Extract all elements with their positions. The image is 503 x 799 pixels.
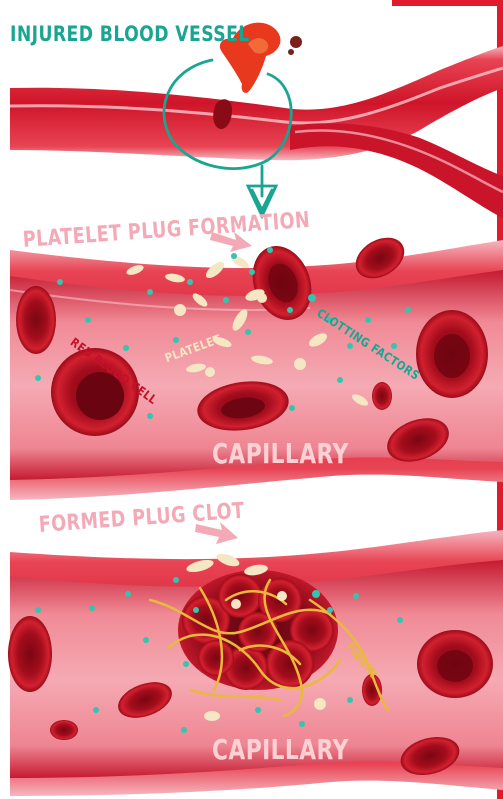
clot-mass: [178, 570, 338, 690]
capillary-label-bottom: CAPILLARY: [212, 733, 349, 766]
injured-vessel-label: INJURED BLOOD VESSEL: [10, 22, 250, 46]
capillary-label-top: CAPILLARY: [212, 437, 349, 470]
